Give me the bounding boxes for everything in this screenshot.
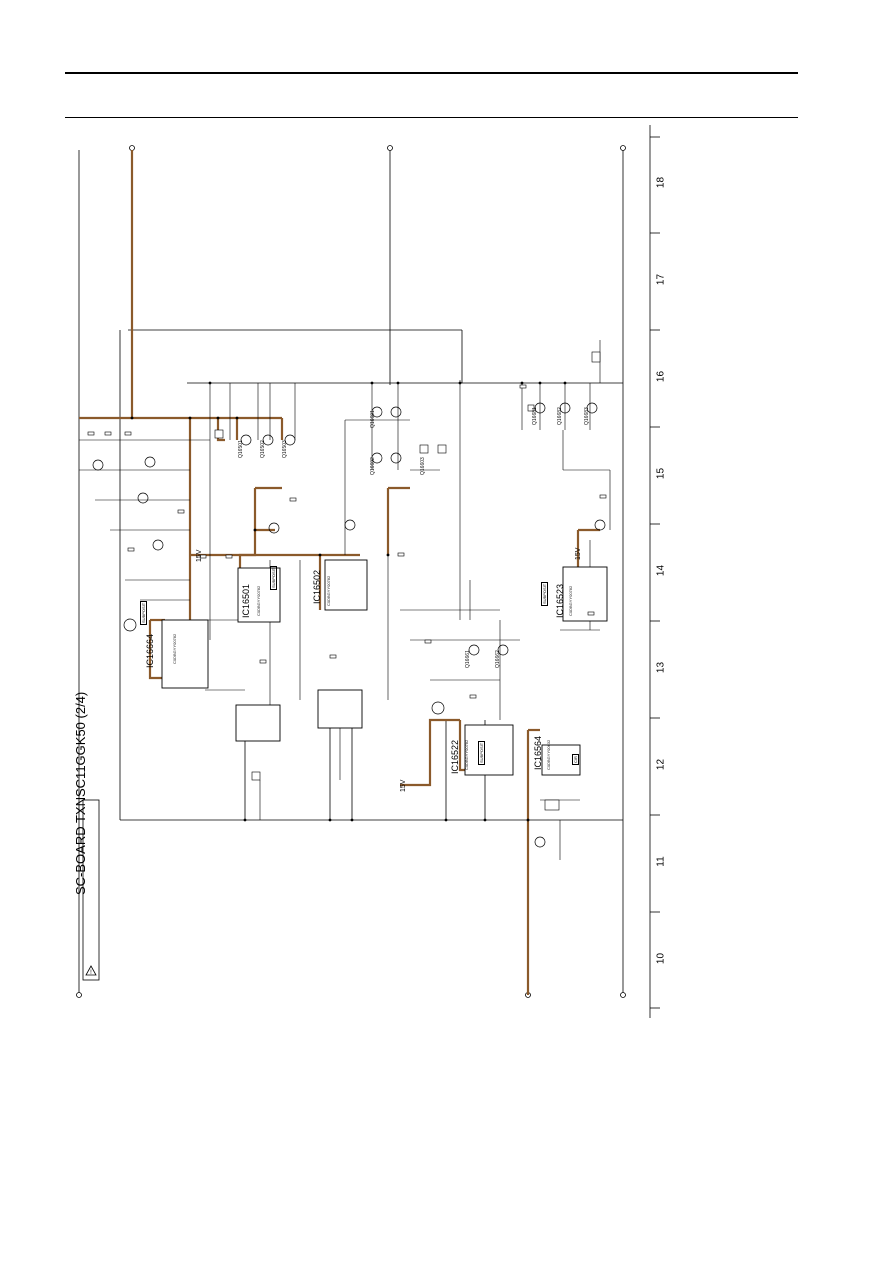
- header-rule-top: [65, 72, 798, 74]
- ic-part-number: C0DBGYY00782: [256, 585, 261, 616]
- transistor-label: Q16681: [532, 407, 538, 425]
- grid-number: 13: [655, 661, 667, 674]
- ic-tag: CIR: [572, 754, 579, 765]
- grid-number: 12: [655, 758, 667, 771]
- ic-part-number: C0DBGYY00782: [326, 575, 331, 606]
- ic-part-number: C0DBGYY00632: [546, 739, 551, 770]
- junction-dots: [130, 381, 567, 822]
- grid-number: 11: [655, 856, 667, 867]
- transistor-label: Q16662: [495, 650, 501, 668]
- transistor-label: Q16602: [370, 457, 376, 475]
- voltage-label: 15V: [400, 779, 407, 792]
- grid-number: 17: [655, 273, 667, 286]
- transistor-label: Q16683: [584, 407, 590, 425]
- ic-tag: SUBPOSIT: [541, 581, 548, 606]
- grid-number: 15: [655, 467, 667, 480]
- passive-components: [87, 351, 607, 811]
- voltage-label: 15V: [196, 549, 203, 562]
- grid-number: 16: [655, 370, 667, 383]
- transistor-label: Q16661: [465, 650, 471, 668]
- transistor-label: Q16501: [238, 440, 244, 458]
- diagram-title: SC-BOARD TXNSC11GGK50 (2/4): [73, 691, 88, 895]
- transistor-symbols: [92, 402, 606, 848]
- ic-part-number: C0DBGYY00782: [172, 633, 177, 664]
- title-frame: [82, 799, 100, 981]
- ic-part-number: C0DBGYY00782: [568, 585, 573, 616]
- svg-text:!: !: [90, 970, 92, 976]
- ic-label: IC16522: [450, 739, 460, 774]
- voltage-label: 15V: [575, 547, 582, 560]
- ic-label: IC16502: [312, 569, 322, 604]
- transistor-label: Q16502: [260, 440, 266, 458]
- power-traces: [79, 150, 600, 995]
- ic-label: IC16664: [145, 633, 155, 668]
- transistor-label: Q16601: [370, 410, 376, 428]
- ic-label: IC16564: [533, 735, 543, 770]
- ic-tag: SUBPOSIT: [270, 565, 277, 590]
- ic-label: IC16501: [241, 583, 251, 618]
- ic-part-number: C0DBGYY00782: [464, 739, 469, 770]
- ic-tag: SUBPOSIT: [140, 600, 147, 625]
- ic-tag: SUBPOSIT: [478, 740, 485, 765]
- header-rule-bottom: [65, 117, 798, 118]
- transistor-label: Q16603: [420, 457, 426, 475]
- grid-number: 18: [655, 176, 667, 189]
- ic-bodies: [161, 559, 608, 776]
- grid-ticks: [650, 136, 660, 1009]
- transistor-label: Q16682: [557, 407, 563, 425]
- transistor-label: Q16503: [282, 440, 288, 458]
- grid-number: 10: [655, 952, 667, 965]
- grid-number: 14: [655, 564, 667, 577]
- warning-triangle-icon: [85, 965, 97, 976]
- ic-label: IC16523: [555, 583, 565, 618]
